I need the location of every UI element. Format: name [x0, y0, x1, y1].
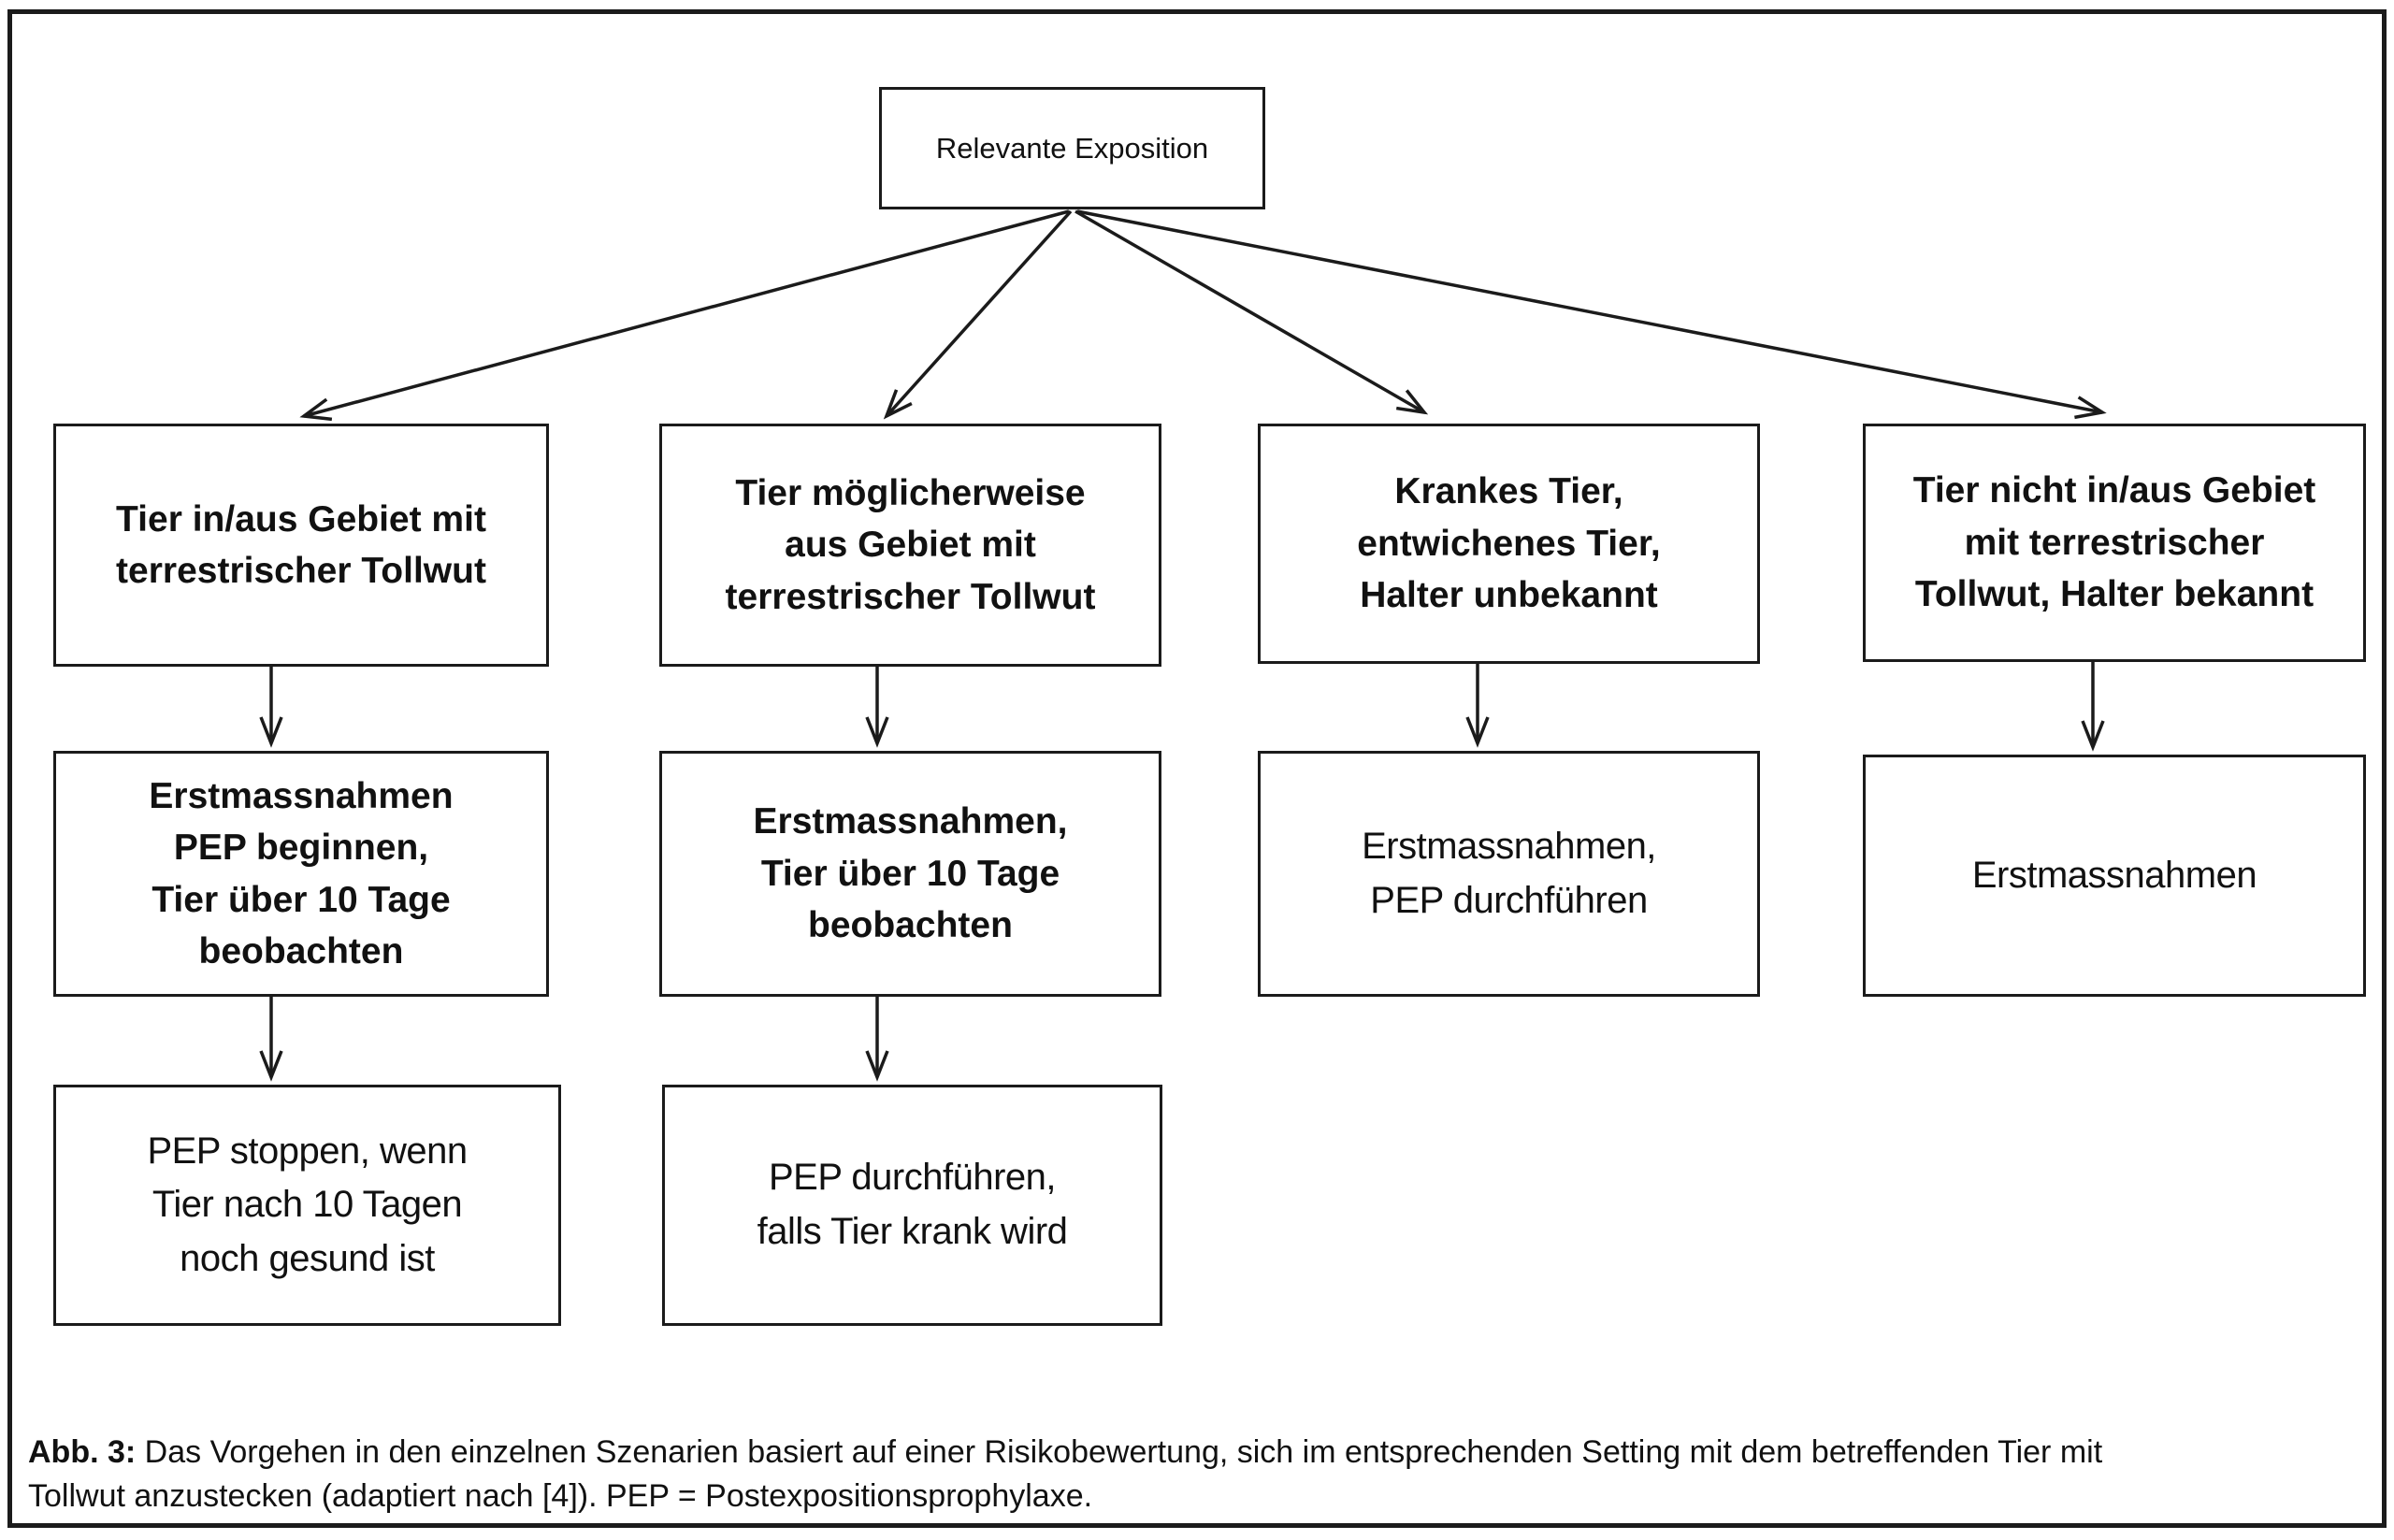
node-relevante-exposition: Relevante Exposition — [879, 87, 1265, 209]
figure-caption: Abb. 3: Das Vorgehen in den einzelnen Sz… — [28, 1431, 2371, 1518]
node-col1-scenario: Tier in/aus Gebiet mit terrestrischer To… — [53, 424, 549, 667]
node-col1-followup: PEP stoppen, wenn Tier nach 10 Tagen noc… — [53, 1085, 561, 1326]
node-col2-followup: PEP durchführen, falls Tier krank wird — [662, 1085, 1162, 1326]
caption-label: Abb. 3: — [28, 1434, 137, 1470]
node-col1-action: Erstmassnahmen PEP beginnen, Tier über 1… — [53, 751, 549, 997]
node-col3-scenario: Krankes Tier, entwichenes Tier, Halter u… — [1258, 424, 1760, 664]
node-col3-action: Erstmassnahmen, PEP durchführen — [1258, 751, 1760, 997]
node-col2-scenario: Tier möglicherweise aus Gebiet mit terre… — [659, 424, 1161, 667]
node-col2-action: Erstmassnahmen, Tier über 10 Tage beobac… — [659, 751, 1161, 997]
caption-text: Das Vorgehen in den einzelnen Szenarien … — [28, 1434, 2103, 1514]
node-col4-scenario: Tier nicht in/aus Gebiet mit terrestrisc… — [1863, 424, 2366, 662]
node-col4-action: Erstmassnahmen — [1863, 755, 2366, 997]
